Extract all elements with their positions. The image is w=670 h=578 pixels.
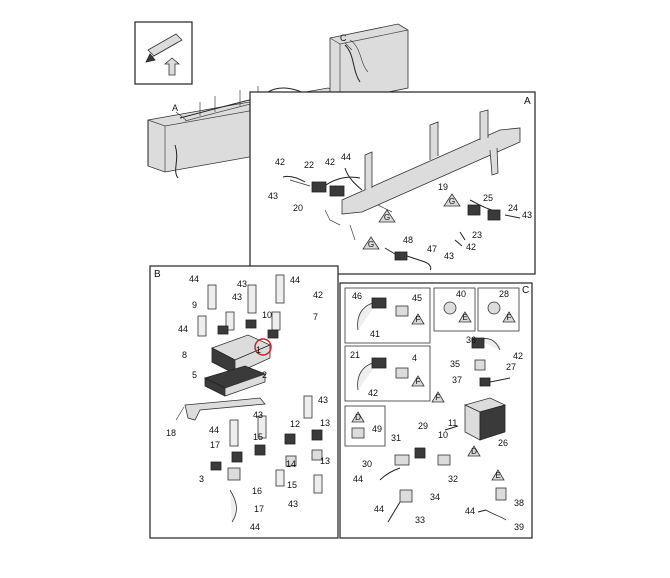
svg-text:17: 17 bbox=[210, 440, 220, 450]
detail-panel-c: C bbox=[339, 282, 533, 539]
svg-text:44: 44 bbox=[374, 504, 384, 514]
svg-text:10: 10 bbox=[262, 310, 272, 320]
svg-text:15: 15 bbox=[253, 432, 263, 442]
svg-text:44: 44 bbox=[290, 275, 300, 285]
svg-text:4: 4 bbox=[412, 353, 417, 363]
svg-text:42: 42 bbox=[513, 351, 523, 361]
svg-text:27: 27 bbox=[506, 362, 516, 372]
svg-text:45: 45 bbox=[412, 293, 422, 303]
svg-text:E: E bbox=[495, 471, 500, 480]
svg-text:43: 43 bbox=[318, 395, 328, 405]
callout-a-label: A bbox=[172, 103, 178, 113]
svg-text:22: 22 bbox=[304, 160, 314, 170]
svg-text:43: 43 bbox=[522, 210, 532, 220]
svg-text:14: 14 bbox=[286, 459, 296, 469]
svg-text:49: 49 bbox=[372, 424, 382, 434]
svg-text:44: 44 bbox=[465, 506, 475, 516]
svg-text:44: 44 bbox=[341, 152, 351, 162]
svg-text:21: 21 bbox=[350, 350, 360, 360]
highlight-circle-1 bbox=[254, 338, 272, 356]
svg-text:47: 47 bbox=[427, 244, 437, 254]
svg-text:34: 34 bbox=[430, 492, 440, 502]
svg-text:41: 41 bbox=[370, 329, 380, 339]
svg-text:18: 18 bbox=[166, 428, 176, 438]
svg-text:2: 2 bbox=[262, 370, 267, 380]
svg-text:F: F bbox=[416, 315, 421, 324]
svg-text:G: G bbox=[368, 240, 374, 249]
detail-panel-b: B 44 43 bbox=[149, 265, 339, 539]
svg-text:42: 42 bbox=[368, 388, 378, 398]
svg-text:E: E bbox=[462, 313, 467, 322]
vehicle-orientation-icon bbox=[134, 21, 193, 85]
svg-text:28: 28 bbox=[499, 289, 509, 299]
svg-text:3: 3 bbox=[199, 474, 204, 484]
svg-text:19: 19 bbox=[438, 182, 448, 192]
svg-text:44: 44 bbox=[189, 274, 199, 284]
svg-text:44: 44 bbox=[353, 474, 363, 484]
svg-text:16: 16 bbox=[252, 486, 262, 496]
svg-text:43: 43 bbox=[268, 191, 278, 201]
svg-text:46: 46 bbox=[352, 291, 362, 301]
svg-text:42: 42 bbox=[466, 242, 476, 252]
svg-text:24: 24 bbox=[508, 203, 518, 213]
svg-text:13: 13 bbox=[320, 456, 330, 466]
svg-text:44: 44 bbox=[178, 324, 188, 334]
svg-text:F: F bbox=[507, 313, 512, 322]
svg-text:42: 42 bbox=[275, 157, 285, 167]
svg-text:10: 10 bbox=[438, 430, 448, 440]
svg-text:8: 8 bbox=[182, 350, 187, 360]
svg-text:23: 23 bbox=[472, 230, 482, 240]
svg-text:G: G bbox=[384, 213, 390, 222]
panel-b-title: B bbox=[154, 269, 161, 280]
svg-text:42: 42 bbox=[313, 290, 323, 300]
svg-text:48: 48 bbox=[403, 235, 413, 245]
svg-text:7: 7 bbox=[313, 312, 318, 322]
svg-text:26: 26 bbox=[498, 438, 508, 448]
svg-text:36: 36 bbox=[466, 335, 476, 345]
panel-c-title: C bbox=[522, 285, 529, 296]
svg-text:35: 35 bbox=[450, 359, 460, 369]
svg-text:33: 33 bbox=[415, 515, 425, 525]
svg-text:43: 43 bbox=[253, 410, 263, 420]
svg-text:G: G bbox=[449, 197, 455, 206]
svg-text:40: 40 bbox=[456, 289, 466, 299]
svg-text:38: 38 bbox=[514, 498, 524, 508]
panel-a-title: A bbox=[524, 96, 531, 107]
svg-text:12: 12 bbox=[290, 419, 300, 429]
detail-panel-a: A G G G 42 22 42 44 43 2 bbox=[249, 91, 536, 275]
svg-text:39: 39 bbox=[514, 522, 524, 532]
svg-text:13: 13 bbox=[320, 418, 330, 428]
svg-text:30: 30 bbox=[362, 459, 372, 469]
svg-text:D: D bbox=[355, 413, 361, 422]
callout-c-label: C bbox=[340, 33, 347, 43]
svg-text:43: 43 bbox=[237, 279, 247, 289]
svg-text:43: 43 bbox=[288, 499, 298, 509]
svg-text:25: 25 bbox=[483, 193, 493, 203]
svg-text:F: F bbox=[436, 393, 441, 402]
svg-text:42: 42 bbox=[325, 157, 335, 167]
svg-text:37: 37 bbox=[452, 375, 462, 385]
svg-text:F: F bbox=[416, 377, 421, 386]
svg-text:29: 29 bbox=[418, 421, 428, 431]
svg-text:D: D bbox=[471, 447, 477, 456]
svg-text:9: 9 bbox=[192, 300, 197, 310]
svg-text:17: 17 bbox=[254, 504, 264, 514]
svg-text:5: 5 bbox=[192, 370, 197, 380]
svg-text:44: 44 bbox=[250, 522, 260, 532]
svg-text:32: 32 bbox=[448, 474, 458, 484]
svg-text:43: 43 bbox=[444, 251, 454, 261]
svg-text:20: 20 bbox=[293, 203, 303, 213]
svg-text:1: 1 bbox=[256, 345, 261, 355]
svg-text:44: 44 bbox=[209, 425, 219, 435]
svg-text:11: 11 bbox=[448, 418, 457, 428]
svg-text:31: 31 bbox=[391, 433, 401, 443]
svg-text:15: 15 bbox=[287, 480, 297, 490]
svg-text:43: 43 bbox=[232, 292, 242, 302]
